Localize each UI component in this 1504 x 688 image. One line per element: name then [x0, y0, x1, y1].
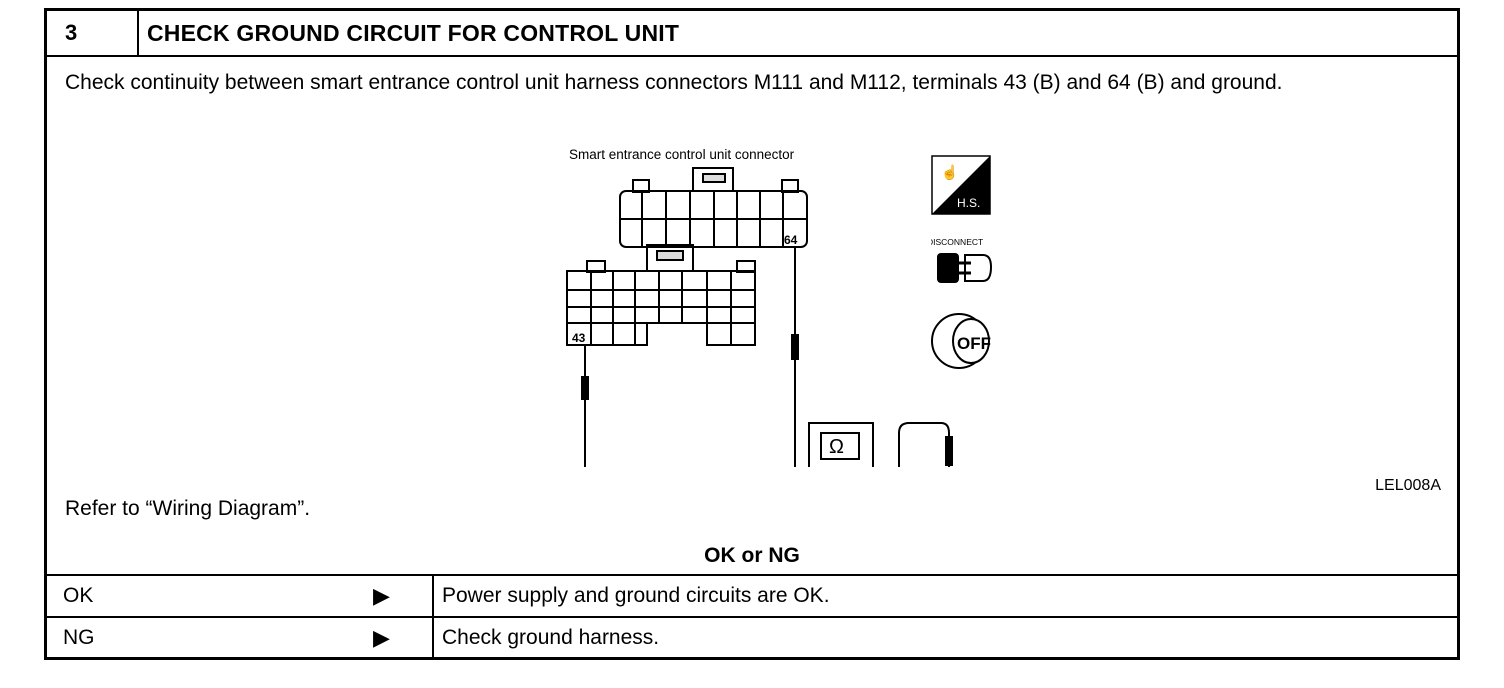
- column-divider: [432, 576, 434, 616]
- result-action: Check ground harness.: [442, 626, 660, 649]
- ok-or-ng-heading: OK or NG: [704, 544, 800, 567]
- continuity-check-diagram: Smart entrance control unit connector 64: [566, 147, 953, 467]
- svg-text:DISCONNECT: DISCONNECT: [931, 237, 983, 247]
- probe-terminal-64: [791, 247, 799, 467]
- step-number: 3: [47, 11, 139, 55]
- terminal-64-label: 64: [784, 233, 798, 247]
- result-label: NG: [63, 626, 95, 649]
- ground-lead: [898, 422, 953, 467]
- ohmmeter: [808, 422, 874, 467]
- inspection-step-table: 3 CHECK GROUND CIRCUIT FOR CONTROL UNIT …: [44, 8, 1460, 660]
- probe-terminal-43: [581, 345, 589, 467]
- column-divider: [432, 618, 434, 658]
- disconnect-icon: DISCONNECT: [931, 237, 993, 283]
- step-title: CHECK GROUND CIRCUIT FOR CONTROL UNIT: [147, 20, 680, 46]
- svg-text:☝: ☝: [941, 163, 958, 181]
- svg-text:H.S.: H.S.: [957, 196, 980, 210]
- top-connector: [619, 167, 808, 248]
- bottom-connector: [566, 244, 756, 346]
- result-label: OK: [63, 584, 94, 607]
- ignition-off-icon: OFF: [931, 313, 991, 369]
- harness-side-icon: ☝ H.S.: [931, 155, 991, 215]
- result-row-ok: OK ▶ Power supply and ground circuits ar…: [47, 574, 1457, 616]
- ohm-symbol: Ω: [829, 436, 844, 458]
- connector-label: Smart entrance control unit connector: [569, 147, 795, 162]
- instruction-text: Check continuity between smart entrance …: [65, 71, 1283, 94]
- step-header: 3 CHECK GROUND CIRCUIT FOR CONTROL UNIT: [47, 11, 1457, 57]
- step-body: Check continuity between smart entrance …: [47, 57, 1457, 574]
- svg-text:OFF: OFF: [957, 334, 991, 353]
- terminal-43-label: 43: [572, 331, 586, 345]
- arrow-right-icon: ▶: [373, 583, 390, 608]
- result-action: Power supply and ground circuits are OK.: [442, 584, 830, 607]
- result-row-ng: NG ▶ Check ground harness.: [47, 616, 1457, 658]
- refer-wiring-diagram: Refer to “Wiring Diagram”.: [65, 497, 311, 520]
- arrow-right-icon: ▶: [373, 625, 390, 650]
- figure-code: LEL008A: [1375, 477, 1441, 494]
- procedure-icons: ☝ H.S. DISCONNECT OFF: [931, 155, 993, 369]
